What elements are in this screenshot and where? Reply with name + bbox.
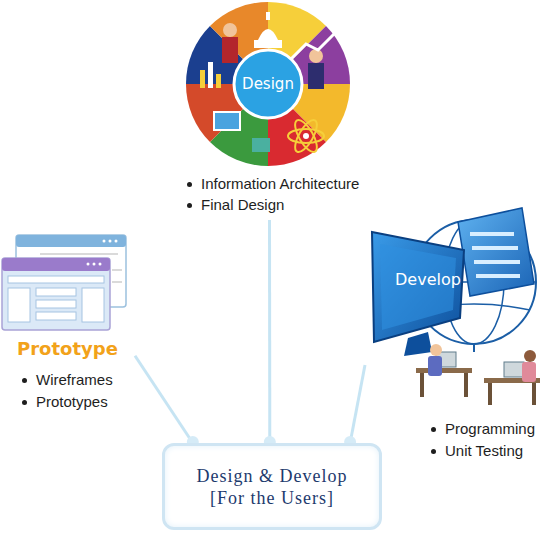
bullet-item-row: Unit Testing: [431, 442, 523, 460]
box-label: Design & Develop [For the Users]: [184, 465, 360, 509]
wireframe-windows: [2, 235, 126, 330]
bullet-dot: [22, 378, 27, 383]
bullet-item-row: Wireframes: [22, 371, 113, 389]
develop-illustration: [372, 208, 540, 405]
bullet-item: Unit Testing: [445, 442, 523, 459]
design-wheel: [186, 2, 350, 166]
connector-line: [135, 356, 193, 443]
bullet-dot: [187, 203, 192, 208]
prototype-group: PrototypeWireframesPrototypes: [0, 232, 135, 415]
bullet-item: Programming: [445, 420, 535, 437]
prototype-heading: Prototype: [17, 338, 118, 359]
design-label: Design: [242, 75, 294, 93]
bullet-dot: [22, 400, 27, 405]
bullet-dot: [187, 182, 192, 187]
design-label-row: Design: [233, 74, 303, 94]
develop-label-row: Develop: [395, 270, 461, 290]
develop-group: DevelopProgrammingUnit Testing: [365, 215, 545, 465]
connector-line: [268, 220, 271, 443]
bullet-item: Final Design: [201, 196, 284, 213]
bullet-item-row: Prototypes: [22, 393, 108, 411]
connector-line: [350, 365, 365, 443]
develop-label: Develop: [395, 270, 461, 289]
bullet-item-row: Programming: [431, 420, 535, 438]
design-group: DesignInformation ArchitectureFinal Desi…: [175, 0, 400, 220]
bullet-dot: [431, 427, 436, 432]
bullet-item-row: Information Architecture: [187, 175, 359, 193]
prototype-heading-row: Prototype: [17, 338, 118, 360]
main-box: Design & Develop [For the Users]: [162, 443, 382, 530]
bullet-item: Information Architecture: [201, 175, 359, 192]
bullet-item-row: Final Design: [187, 196, 284, 214]
bullet-dot: [431, 449, 436, 454]
bullet-item: Prototypes: [36, 393, 108, 410]
bullet-item: Wireframes: [36, 371, 113, 388]
